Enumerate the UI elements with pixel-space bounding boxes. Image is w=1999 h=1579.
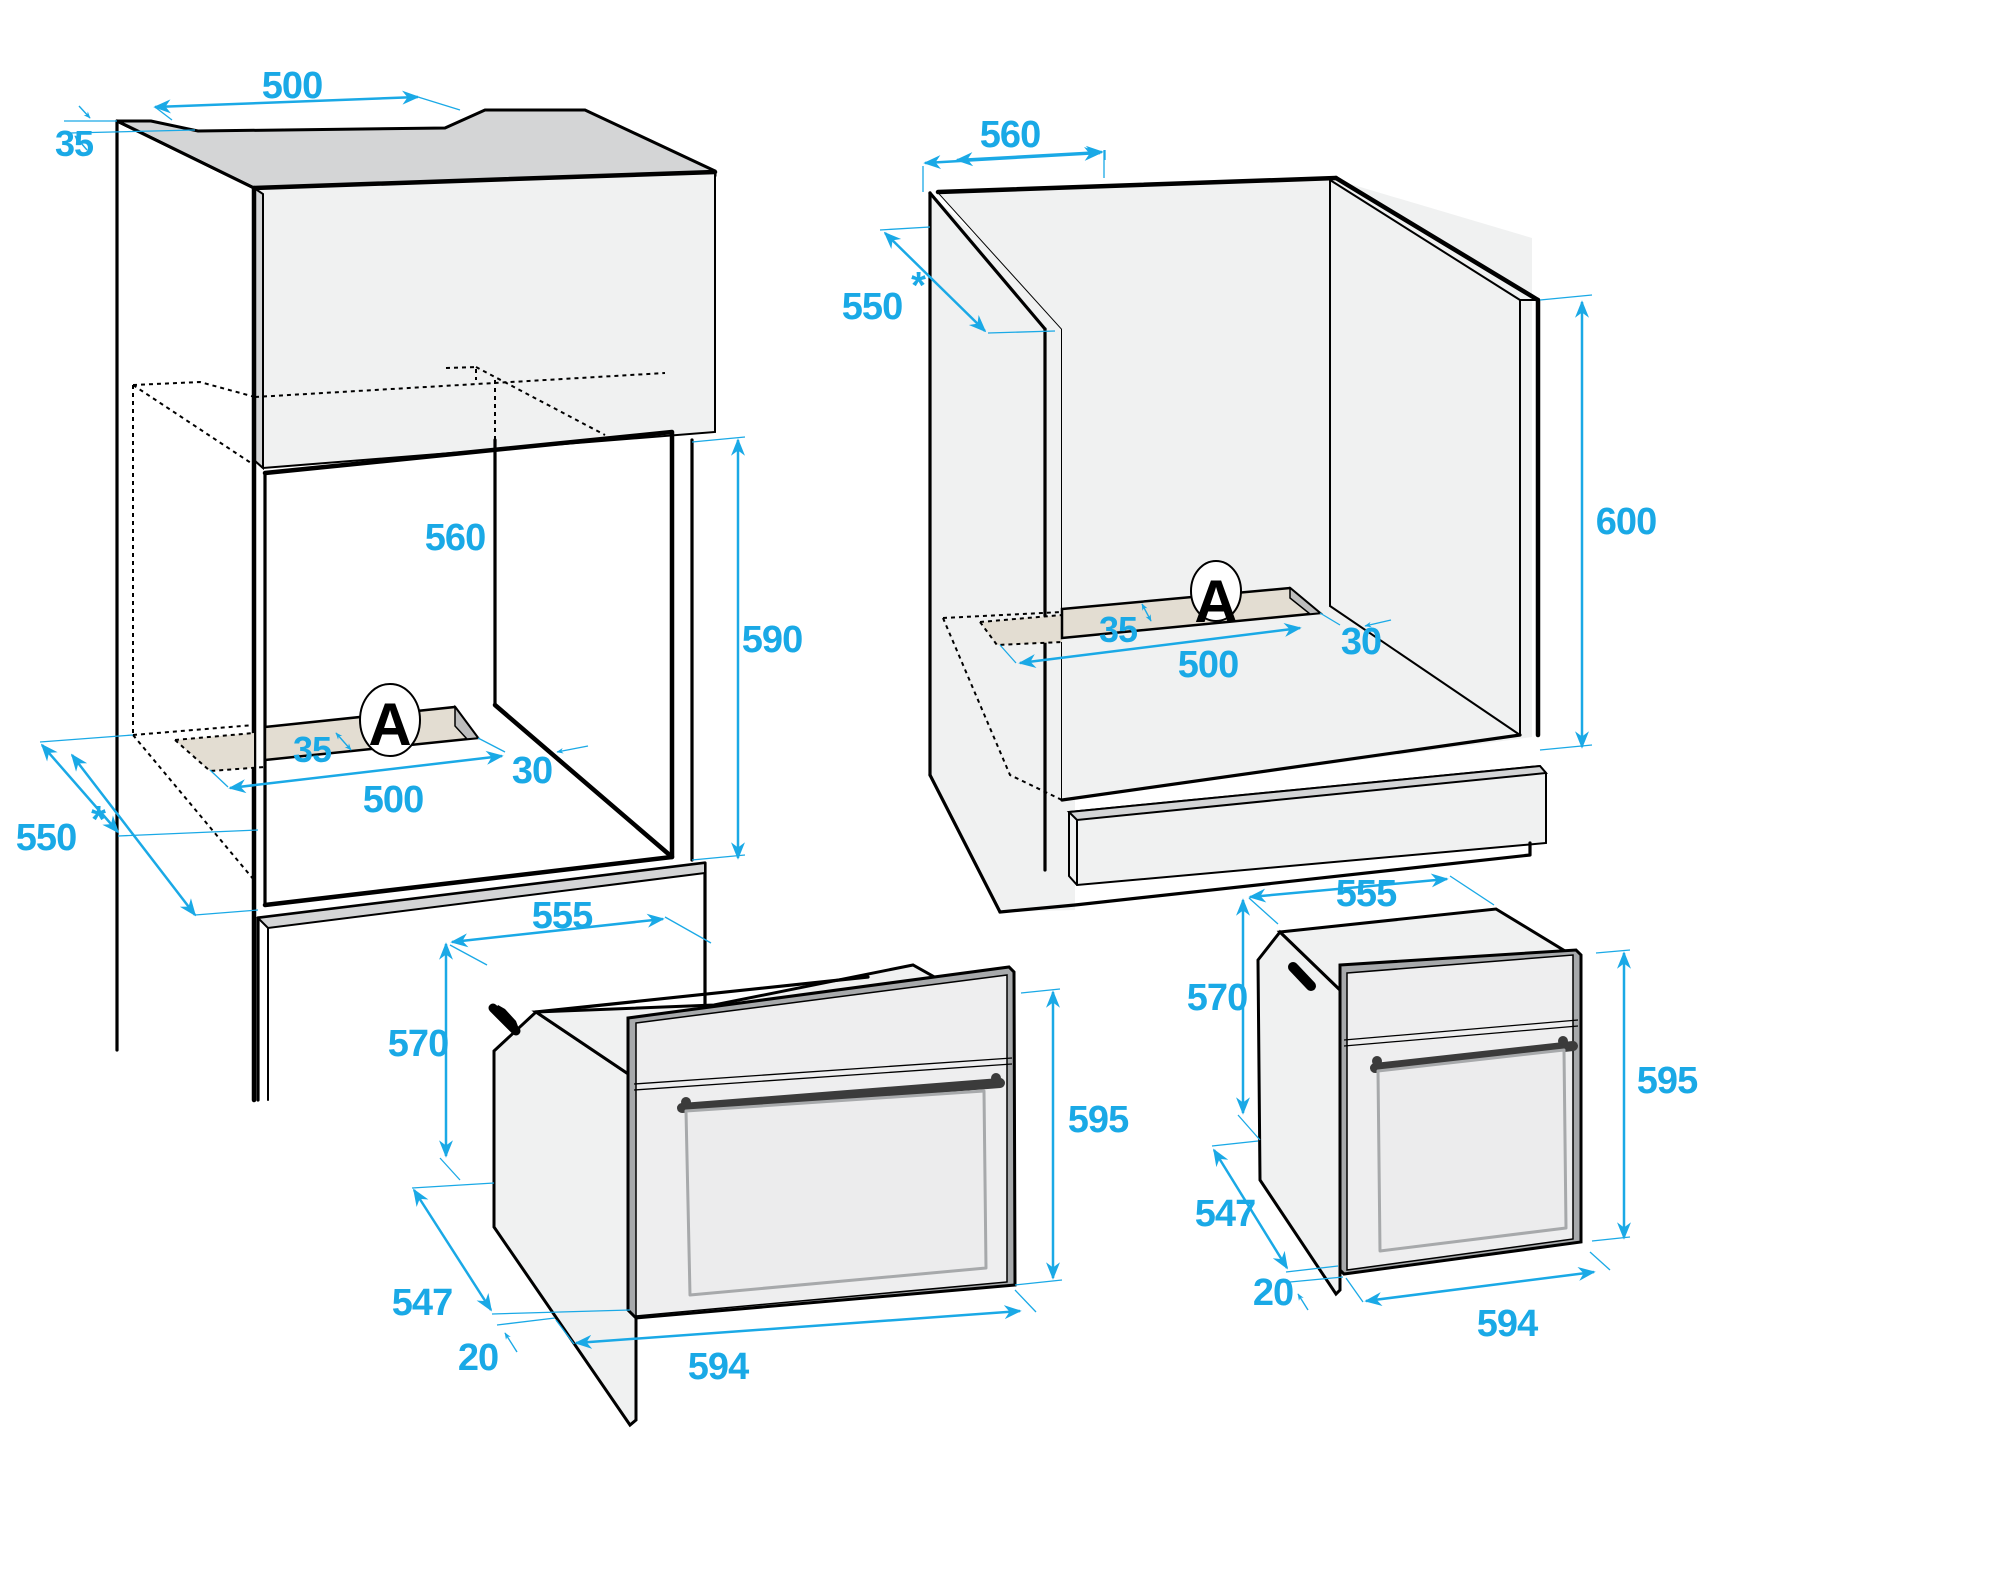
dim-base-vent-width: 500 xyxy=(1178,644,1238,686)
tall-cabinet-drawing: A xyxy=(115,108,718,1103)
dim-tall-vent-depth: 35 xyxy=(293,729,332,770)
base-cabinet-dimensions: 560 550 * 600 35 500 30 xyxy=(842,114,1657,751)
base-cabinet-drawing: A xyxy=(928,175,1549,914)
oven-left-dimensions: 555 570 595 547 20 594 xyxy=(388,895,1130,1388)
dim-oven-left-body-depth: 547 xyxy=(392,1282,452,1324)
dim-oven-right-body-depth: 547 xyxy=(1195,1193,1255,1235)
dim-base-vent-depth: 35 xyxy=(1099,609,1138,650)
dim-oven-right-body-width: 555 xyxy=(1336,873,1397,915)
dim-tall-depth: 550 xyxy=(16,817,76,859)
dim-oven-right-front-thickness: 20 xyxy=(1253,1272,1293,1314)
vent-marker-a-tall: A xyxy=(368,691,411,758)
tall-cabinet-dimensions: 500 35 560 590 550 * 35 500 30 xyxy=(16,65,803,917)
dim-base-depth: 550 xyxy=(842,286,902,328)
dim-oven-right-front-height: 595 xyxy=(1637,1060,1698,1102)
dim-oven-right-body-height: 570 xyxy=(1187,977,1247,1019)
dim-oven-left-body-width: 555 xyxy=(532,895,593,937)
dim-tall-vent-width: 500 xyxy=(363,779,423,821)
dim-tall-top-depth: 35 xyxy=(55,123,94,164)
dim-tall-niche-width: 560 xyxy=(425,517,485,559)
dim-oven-left-front-width: 594 xyxy=(688,1346,749,1388)
dim-oven-left-front-thickness: 20 xyxy=(458,1337,498,1379)
dim-tall-top-width: 500 xyxy=(262,65,322,107)
dim-base-vent-offset: 30 xyxy=(1341,621,1381,663)
dim-oven-left-body-height: 570 xyxy=(388,1023,448,1065)
dim-base-niche-height: 600 xyxy=(1596,501,1656,543)
oven-left-drawing xyxy=(488,963,1017,1428)
dim-oven-right-front-width: 594 xyxy=(1477,1303,1538,1345)
vent-marker-a-base: A xyxy=(1194,568,1237,635)
dim-tall-vent-offset: 30 xyxy=(512,750,552,792)
dim-oven-left-front-height: 595 xyxy=(1068,1099,1129,1141)
dim-tall-depth-asterisk: * xyxy=(91,799,106,841)
oven-right-dimensions: 555 570 595 547 20 594 xyxy=(1187,873,1699,1345)
dim-tall-niche-height: 590 xyxy=(742,619,802,661)
dim-base-niche-width: 560 xyxy=(980,114,1040,156)
oven-right-drawing xyxy=(1256,907,1583,1297)
dim-base-depth-asterisk: * xyxy=(911,265,926,307)
